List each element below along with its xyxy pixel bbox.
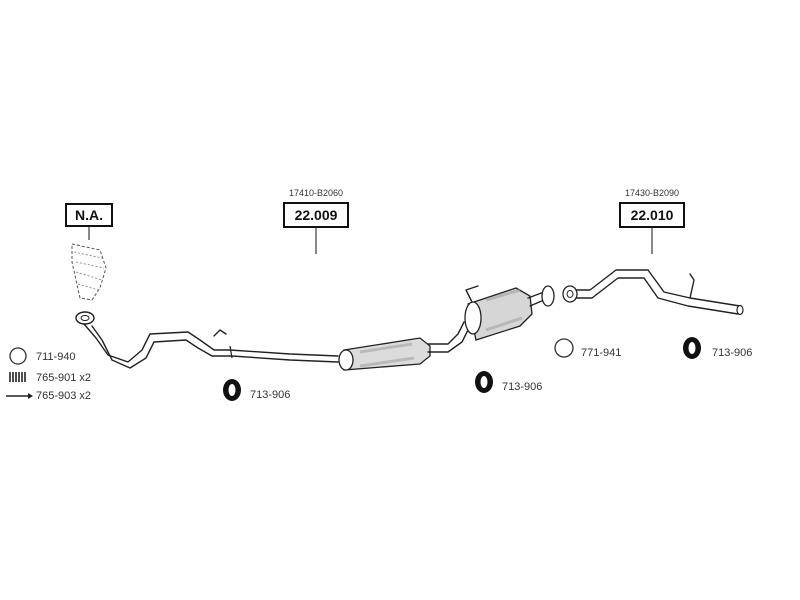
- part-code: 765-903 x2: [36, 390, 91, 402]
- middle-section-pipe: [83, 321, 471, 371]
- part-code: 711-940: [36, 351, 76, 363]
- fitting-kit-ring-gasket[interactable]: 711-940: [9, 347, 76, 365]
- oem-number: 17410-B2060: [289, 188, 343, 198]
- spring-icon: [9, 372, 26, 382]
- hanger-tail[interactable]: 713-906: [683, 337, 752, 359]
- ring-gasket-icon: [554, 338, 574, 358]
- center-muffler: [464, 285, 555, 341]
- bolt-icon: [6, 393, 33, 399]
- callout-22009-label: 22.009: [295, 207, 338, 223]
- hanger-middle[interactable]: 713-906: [223, 379, 290, 401]
- gasket-rear[interactable]: 771-941: [554, 338, 621, 359]
- callout-22010[interactable]: 17430-B2090 22.010: [619, 188, 685, 254]
- callout-22009[interactable]: 17410-B2060 22.009: [283, 188, 349, 254]
- part-code: 765-901 x2: [36, 372, 91, 384]
- callout-22010-label: 22.010: [631, 207, 674, 223]
- fitting-kit-spring[interactable]: 765-901 x2: [9, 372, 91, 384]
- part-code: 713-906: [502, 381, 542, 393]
- hanger-rear-muffler[interactable]: 713-906: [475, 371, 542, 393]
- rubber-hanger-icon: [475, 371, 493, 393]
- rubber-hanger-icon: [683, 337, 701, 359]
- oem-number: 17430-B2090: [625, 188, 679, 198]
- callout-na[interactable]: N.A.: [65, 203, 113, 240]
- part-code: 713-906: [250, 389, 290, 401]
- rubber-hanger-icon: [223, 379, 241, 401]
- fitting-kit-bolt[interactable]: 765-903 x2: [6, 390, 91, 402]
- front-pipe-not-available: [71, 243, 107, 301]
- rear-section-pipe: [562, 269, 744, 316]
- callout-na-label: N.A.: [75, 207, 103, 223]
- part-code: 771-941: [581, 347, 621, 359]
- front-flange: [75, 311, 95, 325]
- ring-gasket-icon: [9, 347, 27, 365]
- part-code: 713-906: [712, 347, 752, 359]
